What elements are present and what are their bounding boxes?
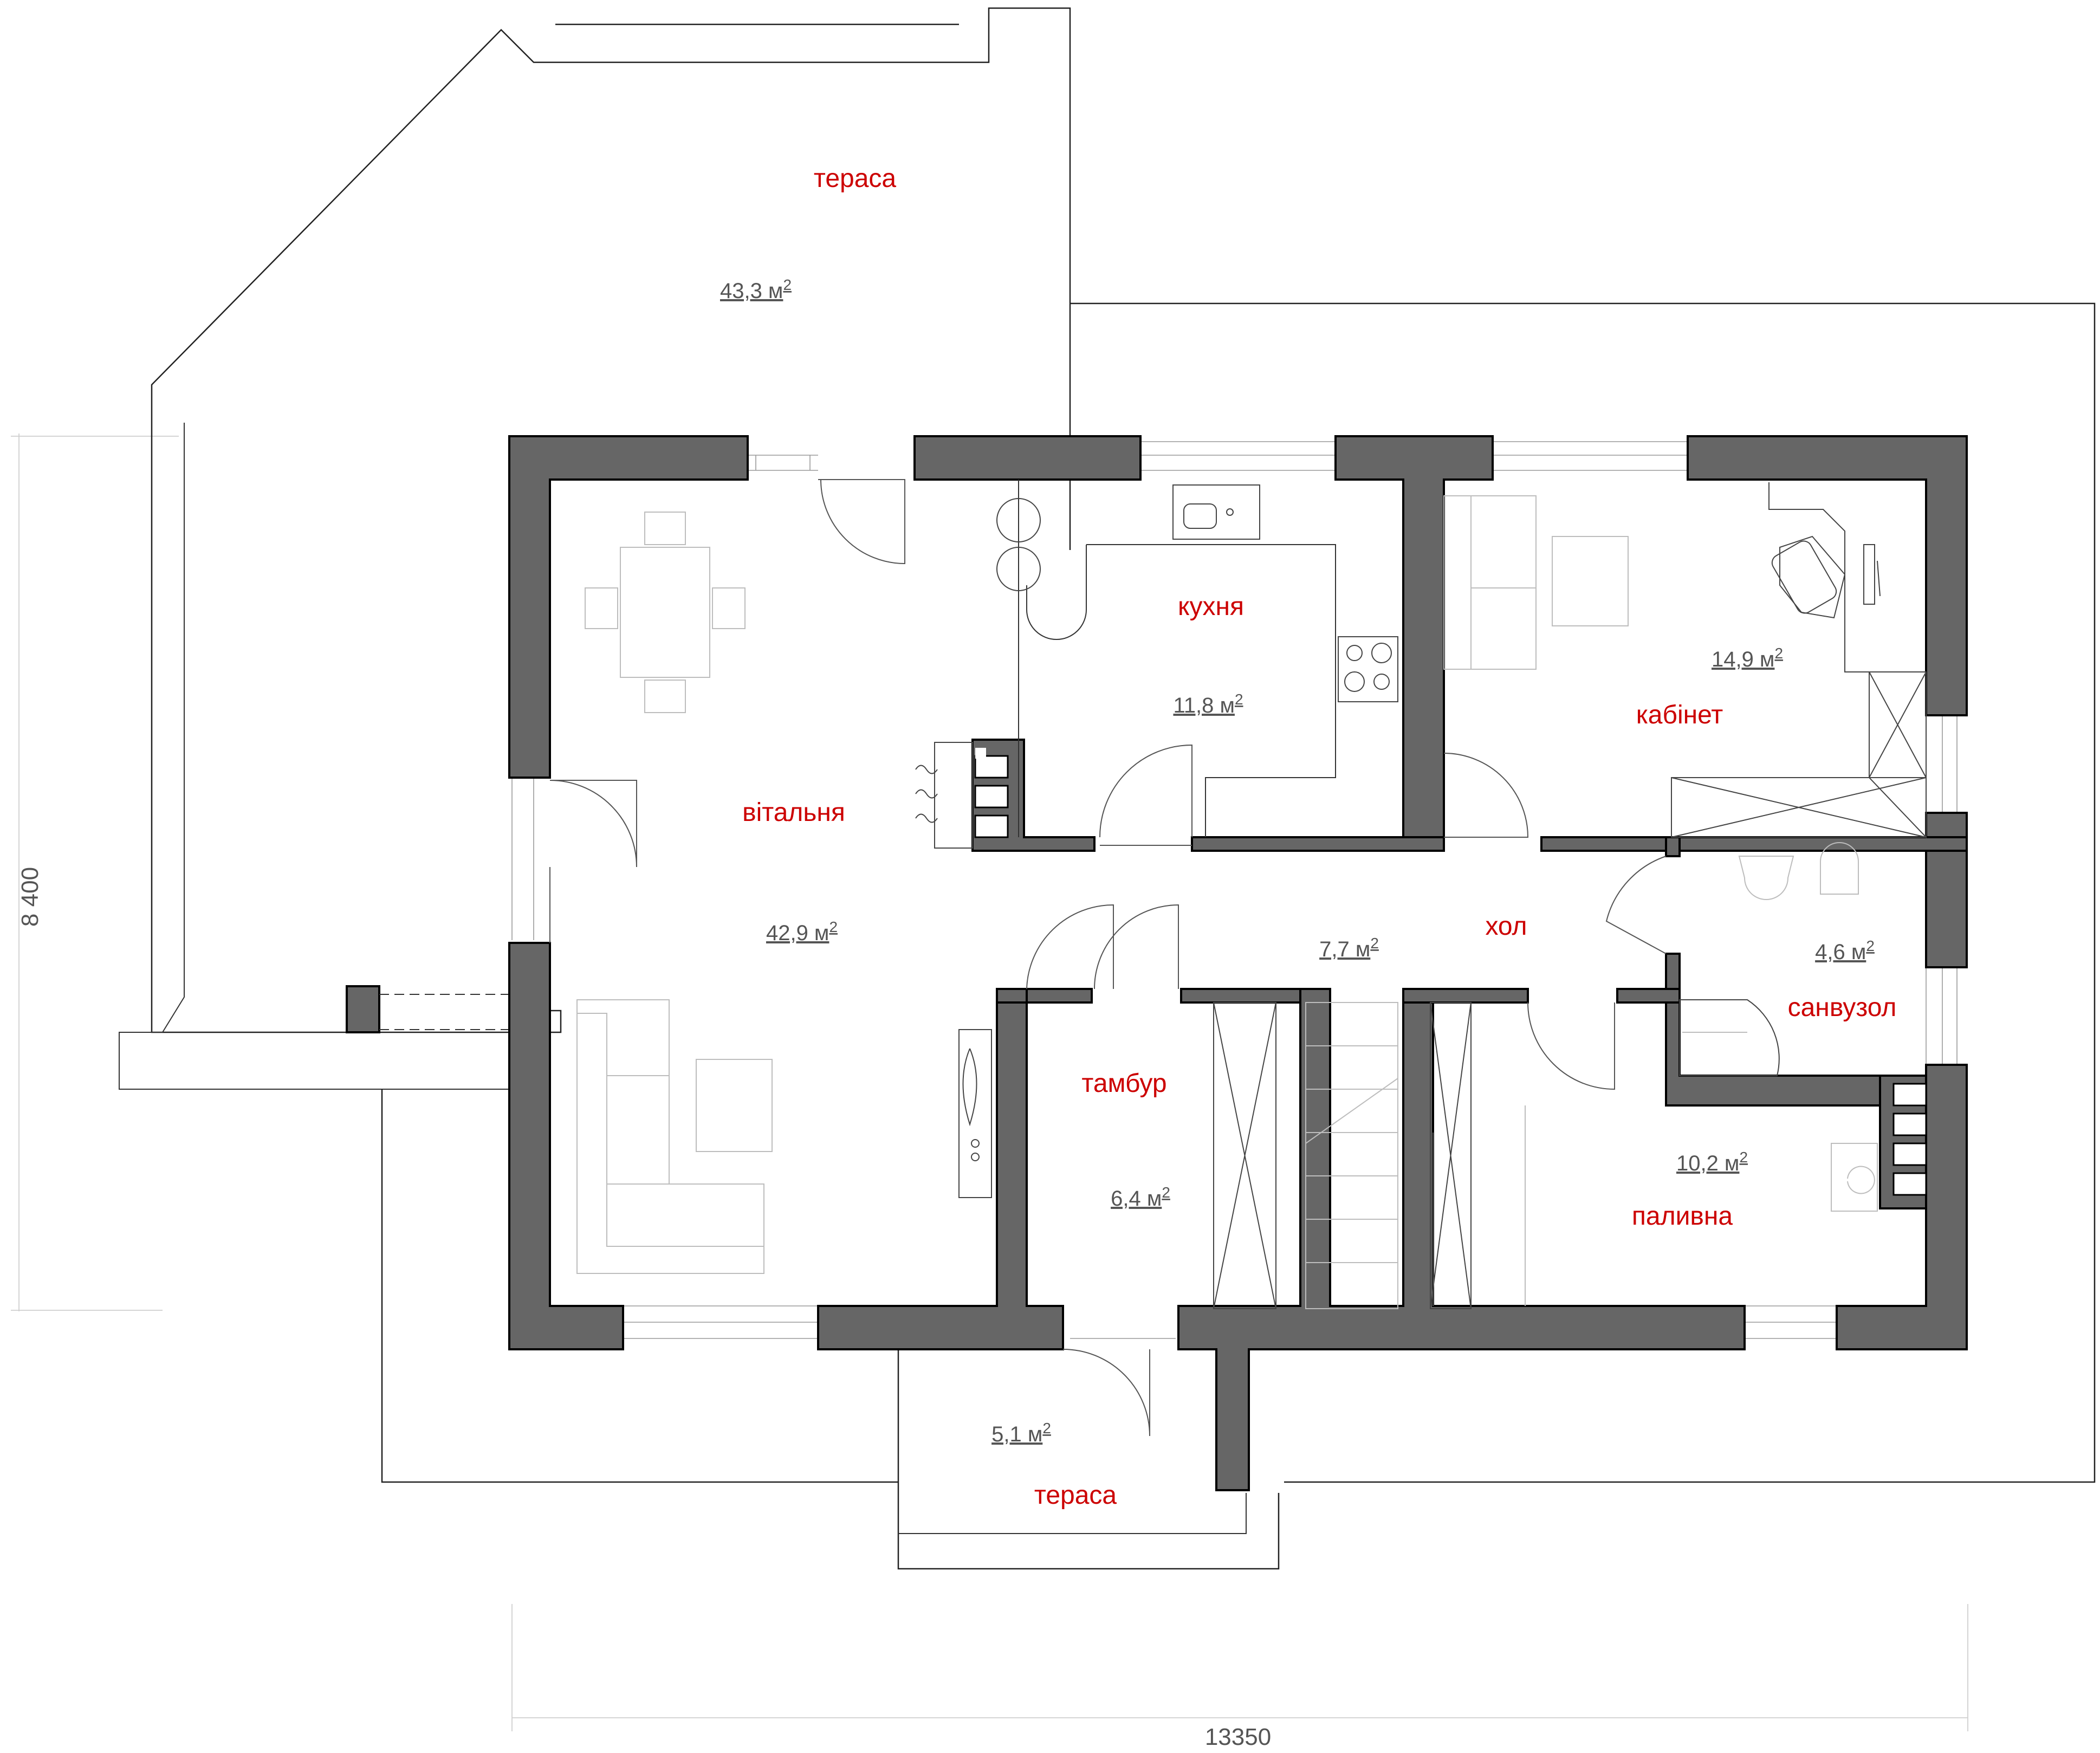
- wall-hall-mid-c: [1402, 988, 1529, 1004]
- room-name-living: вітальня: [742, 798, 845, 827]
- wardrobe: [1213, 1002, 1276, 1309]
- wall-right-mid: [1925, 812, 1968, 968]
- room-area-terrace-bottom: 5,1 м2: [991, 1420, 1051, 1446]
- wall-study-bottom: [1540, 836, 1968, 852]
- room-area-kitchen: 11,8 м2: [1173, 691, 1243, 717]
- bar-stool-icon: [996, 498, 1041, 542]
- wall-vestibule-top: [996, 988, 1028, 1004]
- living-furniture: [549, 479, 992, 1274]
- wardrobe: [1430, 1002, 1472, 1309]
- room-area-study: 14,9 м2: [1712, 645, 1783, 671]
- monitor-icon: [1863, 544, 1875, 605]
- wall-hall-mid-b: [1180, 988, 1301, 1004]
- boiler-fixtures: [1433, 1105, 1878, 1306]
- vestibule-furniture: [1026, 904, 1472, 1437]
- kitchen-furniture: [996, 480, 1398, 846]
- tv-unit: [958, 1029, 992, 1198]
- armchair-icon: [1771, 540, 1837, 614]
- wall-hall-mid-a: [1026, 988, 1093, 1004]
- toilet: [1820, 842, 1859, 895]
- heater-icon: [915, 742, 973, 849]
- dimension-width: 13350: [1205, 1724, 1271, 1750]
- room-name-bathroom: санвузол: [1788, 993, 1897, 1022]
- room-area-living: 42,9 м2: [766, 918, 838, 945]
- roof-outline: [1070, 302, 2096, 1483]
- stove-top-icon: [1338, 636, 1398, 702]
- desk: [1768, 482, 1926, 672]
- room-labels: тераса 43,3 м2 вітальня 42,9 м2 кухня 11…: [720, 164, 1896, 1510]
- room-area-vestibule: 6,4 м2: [1111, 1184, 1170, 1211]
- windows: [511, 441, 1958, 1339]
- chimney-block: [346, 985, 380, 1033]
- sofa: [576, 999, 764, 1274]
- room-name-study: кабінет: [1636, 701, 1723, 729]
- study-furniture: [1443, 482, 1927, 839]
- wall-bath-left-top: [1665, 836, 1681, 857]
- shower: [1679, 999, 1780, 1076]
- bathroom-fixtures: [1679, 842, 1859, 1076]
- dimension-lines: [11, 434, 1968, 1731]
- bottom-terrace-outline: [897, 1349, 1280, 1570]
- sink-icon: [1172, 484, 1260, 540]
- wall-top-left: [508, 435, 749, 779]
- room-name-vestibule: тамбур: [1081, 1069, 1166, 1098]
- room-area-terrace-top: 43,3 м2: [720, 276, 792, 303]
- room-area-bathroom: 4,6 м2: [1815, 937, 1875, 964]
- terrace-outlines: [119, 7, 2096, 1570]
- room-name-terrace-bottom: тераса: [1034, 1481, 1117, 1510]
- boiler-unit: [1831, 1143, 1878, 1212]
- room-area-boiler: 10,2 м2: [1676, 1149, 1748, 1175]
- wall-bottom-mid-left: [817, 988, 1064, 1350]
- wall-bath-stub: [1616, 988, 1681, 1004]
- stair: [1305, 1002, 1398, 1309]
- bar-stool-icon: [996, 547, 1041, 591]
- dining-table: [620, 547, 710, 678]
- coffee-table: [696, 1059, 773, 1152]
- wall-left-lower: [508, 942, 624, 1350]
- room-name-kitchen: кухня: [1178, 592, 1244, 621]
- wall-kitchen-bottom-b: [1191, 836, 1445, 852]
- dimension-labels: 13350 8 400: [17, 867, 1271, 1750]
- washbasin: [1738, 856, 1794, 900]
- room-area-hall: 7,7 м2: [1319, 935, 1379, 961]
- wall-bottom-right: [1836, 1064, 1968, 1350]
- top-terrace-outline: [151, 7, 1071, 1033]
- dimension-height: 8 400: [17, 867, 43, 927]
- room-name-boiler: паливна: [1632, 1202, 1733, 1231]
- room-name-terrace-top: тераса: [814, 164, 897, 193]
- wall-top-mid: [913, 435, 1142, 481]
- hall-doors: [1094, 753, 1667, 1309]
- room-name-hall: хол: [1485, 912, 1527, 941]
